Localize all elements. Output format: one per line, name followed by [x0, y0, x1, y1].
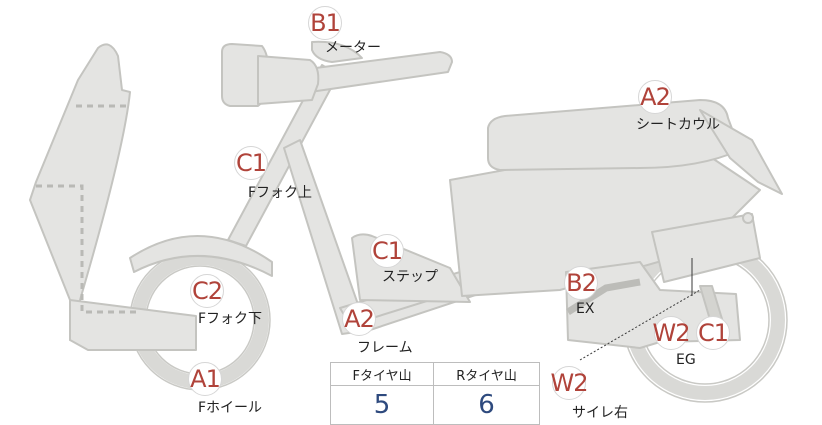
grade-mark-fork-lower[interactable]: C2	[190, 274, 224, 308]
label-engine: EG	[676, 352, 696, 368]
grade-mark-exhaust[interactable]: B2	[564, 266, 598, 300]
label-meter: メーター	[325, 40, 381, 56]
front-fender	[129, 234, 273, 277]
leader-muffler	[579, 289, 701, 361]
grade-mark-fork-upper[interactable]: C1	[234, 146, 268, 180]
airbox	[651, 213, 761, 283]
value-front-tire: 5	[329, 385, 435, 425]
grade-mark-muffler-right[interactable]: W2	[551, 366, 589, 400]
label-front-wheel: Fホイール	[198, 400, 263, 416]
label-fork-upper: Fフォク上	[248, 185, 313, 201]
header-rear-tire: Rタイヤ山	[433, 362, 540, 386]
label-fork-lower: Fフォク下	[198, 311, 263, 327]
meter-body	[311, 40, 363, 63]
value-rear-tire: 6	[433, 385, 540, 425]
seam-mid	[36, 184, 140, 314]
header-front-tire: Fタイヤ山	[329, 362, 435, 386]
label-frame: フレーム	[357, 340, 413, 356]
label-muffler-right: サイレ右	[572, 405, 628, 421]
grade-mark-step[interactable]: C1	[370, 234, 404, 268]
grade-mark-front-wheel[interactable]: A1	[188, 362, 222, 396]
exhaust-pipe	[566, 278, 641, 315]
grade-mark-seat-cowl[interactable]: A2	[638, 80, 672, 114]
leg-shield	[29, 43, 131, 341]
grade-mark-engine-w2[interactable]: W2	[653, 316, 691, 350]
handlebar	[299, 51, 453, 93]
tire-tread-table: Fタイヤ山 Rタイヤ山 5 6	[329, 362, 540, 425]
seat-cowl	[699, 109, 783, 195]
label-step: ステップ	[382, 269, 438, 285]
grade-mark-engine-c1[interactable]: C1	[696, 316, 730, 350]
label-exhaust: EX	[576, 301, 595, 317]
grade-mark-meter[interactable]: B1	[308, 6, 342, 40]
label-seat-cowl: シートカウル	[636, 117, 720, 133]
grade-mark-frame[interactable]: A2	[342, 302, 376, 336]
